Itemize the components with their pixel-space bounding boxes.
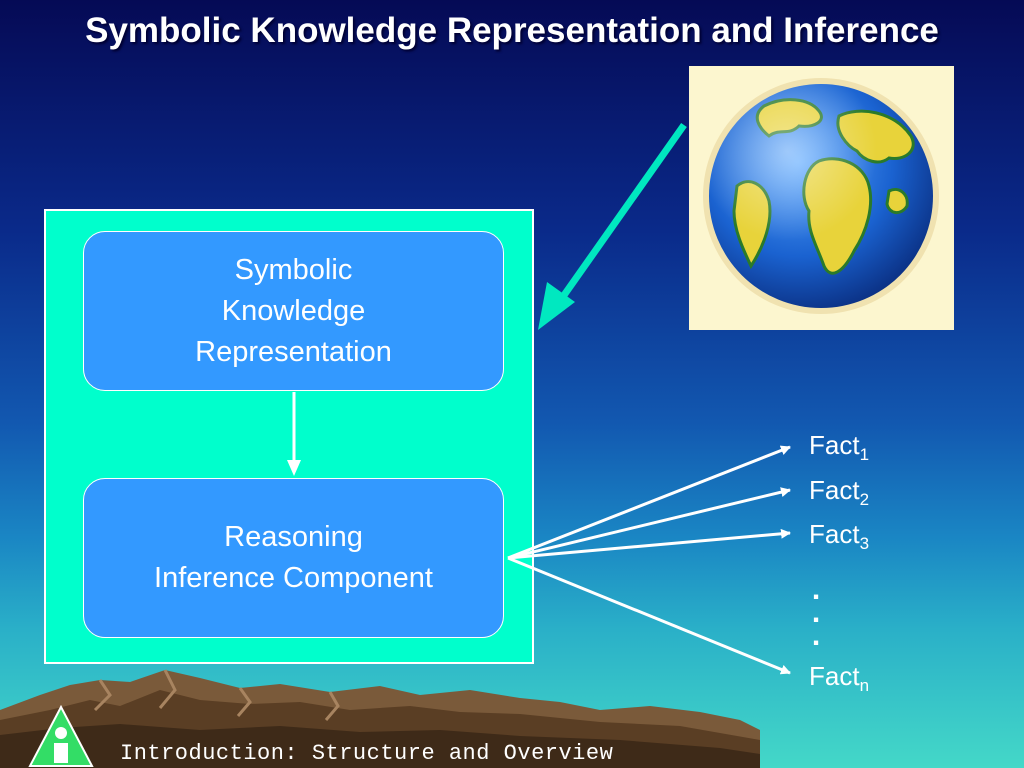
kr-line-2: Knowledge (221, 294, 366, 327)
fact-ellipsis: . . . (811, 573, 821, 652)
fact-2: Fact2 (809, 475, 870, 509)
arrow-fact-1 (507, 445, 791, 560)
fact-n: Factn (809, 661, 870, 695)
arrow-fact-2 (507, 487, 791, 560)
globe-icon (703, 78, 939, 314)
footer-caption: Introduction: Structure and Overview (120, 741, 614, 766)
arrow-fact-3 (507, 528, 791, 560)
globe-to-panel-arrow (538, 122, 687, 330)
info-triangle-logo-icon (28, 705, 94, 767)
mountain-range (0, 669, 760, 768)
arrow-fact-n (507, 556, 791, 675)
fact-arrows (507, 445, 791, 675)
fact-1: Fact1 (809, 430, 870, 464)
fact-3: Fact3 (809, 519, 870, 553)
ri-line-2: Inference Component (154, 562, 433, 594)
kr-line-3: Representation (195, 335, 392, 368)
kr-line-1: Symbolic (234, 253, 353, 286)
slide-title: Symbolic Knowledge Representation and In… (85, 11, 939, 50)
knowledge-representation-box: Symbolic Knowledge Representation (83, 231, 504, 391)
globe-image (689, 66, 954, 330)
representation-to-reasoning-arrow (287, 392, 301, 476)
reasoning-inference-box: Reasoning Inference Component (83, 478, 504, 638)
ri-line-1: Reasoning (224, 521, 363, 553)
